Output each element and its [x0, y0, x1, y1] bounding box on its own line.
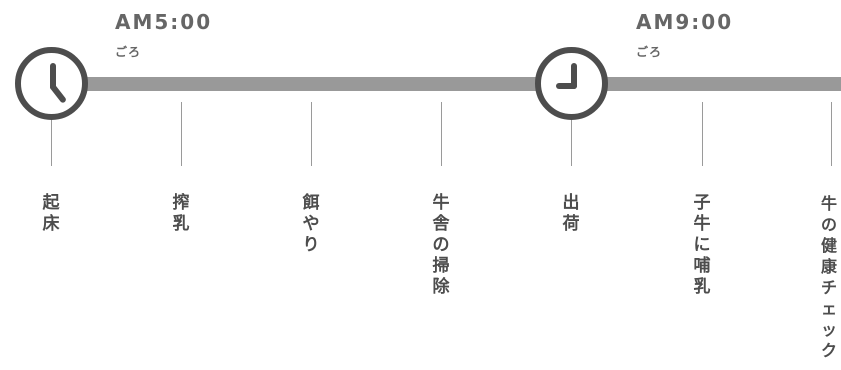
timeline-tick — [181, 102, 182, 166]
time-sub-label: ごろ — [115, 45, 142, 59]
clock-minute-hand — [48, 82, 68, 104]
timeline-tick — [702, 102, 703, 166]
timeline-tick — [571, 120, 572, 166]
event-label: 牛舎の掃除 — [432, 193, 450, 297]
event-label: 出荷 — [562, 193, 580, 234]
event-label: 搾乳 — [172, 193, 190, 234]
time-label: AM9:00 — [636, 10, 734, 34]
timeline-tick — [311, 102, 312, 166]
time-sub-label: ごろ — [636, 45, 663, 59]
timeline-tick — [831, 102, 832, 166]
event-label: 餌やり — [302, 193, 320, 255]
time-label: AM5:00 — [115, 10, 213, 34]
clock-icon — [15, 47, 88, 120]
event-label: 起床 — [42, 193, 60, 234]
clock-hour-hand — [50, 63, 56, 90]
timeline-tick — [441, 102, 442, 166]
clock-minute-hand — [571, 63, 577, 89]
clock-hour-hand — [556, 83, 577, 89]
event-label: 牛の健康チェック — [820, 194, 837, 360]
timeline-bar — [52, 77, 841, 91]
timeline-tick — [51, 120, 52, 166]
event-label: 子牛に哺乳 — [693, 193, 711, 297]
clock-icon — [535, 47, 608, 120]
